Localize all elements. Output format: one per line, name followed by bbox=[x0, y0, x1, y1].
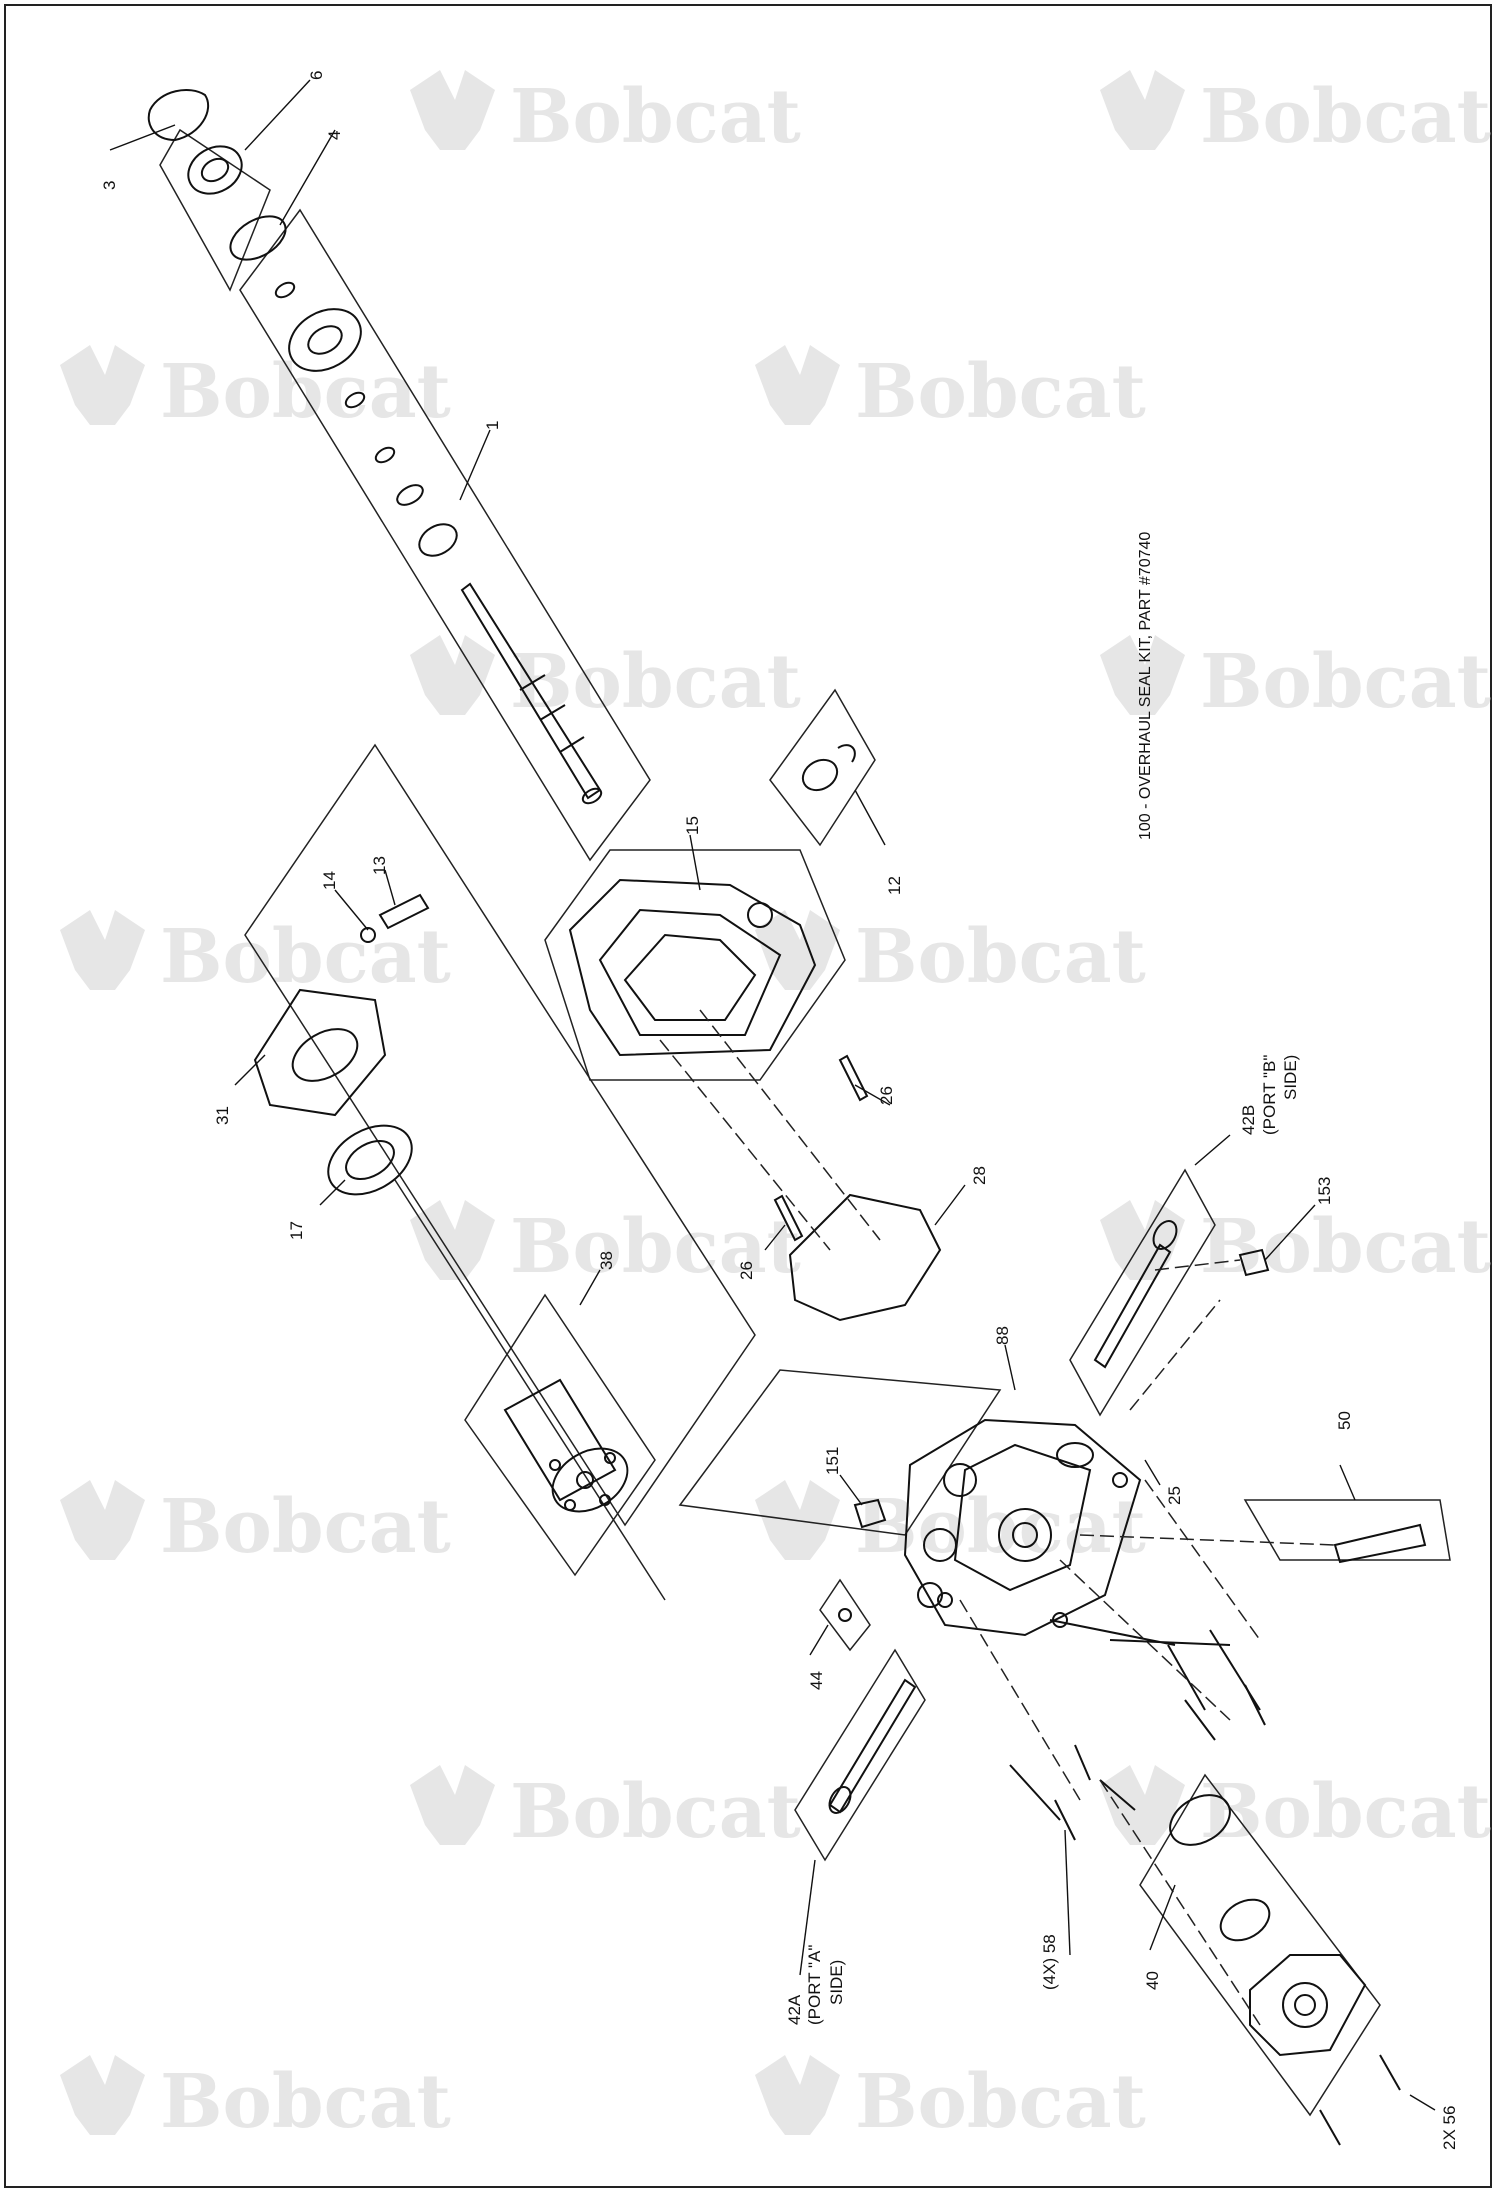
callout-3: 3 bbox=[100, 181, 119, 190]
callout-151: 151 bbox=[823, 1447, 842, 1475]
watermark: Bobcat bbox=[1100, 1765, 1491, 1855]
bearing-17 bbox=[327, 1124, 413, 1196]
svg-text:Bobcat: Bobcat bbox=[1200, 639, 1491, 725]
callout-17: 17 bbox=[287, 1221, 306, 1240]
watermark: Bobcat bbox=[60, 1480, 451, 1570]
callout-25: 25 bbox=[1165, 1486, 1184, 1505]
gasket-28 bbox=[788, 1193, 942, 1322]
housing-assembly bbox=[544, 688, 876, 1081]
watermark: Bobcat bbox=[410, 1765, 801, 1855]
swashplate bbox=[253, 988, 387, 1117]
shaft-assembly bbox=[147, 89, 651, 862]
watermark: Bobcat bbox=[755, 345, 1146, 435]
callout-38: 38 bbox=[597, 1251, 616, 1270]
watermark: Bobcat bbox=[755, 2055, 1146, 2145]
svg-text:Bobcat: Bobcat bbox=[510, 639, 801, 725]
watermark: Bobcat bbox=[410, 70, 801, 160]
svg-text:Bobcat: Bobcat bbox=[160, 1484, 451, 1570]
watermark: Bobcat bbox=[755, 910, 1146, 1000]
callout-4: 4 bbox=[325, 131, 344, 140]
callout-31: 31 bbox=[213, 1106, 232, 1125]
watermark: Bobcat bbox=[1100, 635, 1491, 725]
shaft-seal bbox=[187, 145, 243, 195]
diagram-frame bbox=[4, 4, 1492, 2188]
pump-housing bbox=[568, 878, 817, 1057]
pin-26 bbox=[838, 1054, 869, 1102]
cylinder-block bbox=[503, 1378, 617, 1502]
callout-88: 88 bbox=[993, 1326, 1012, 1345]
callout-42a-port: (PORT "A" bbox=[805, 1945, 824, 2025]
svg-text:Bobcat: Bobcat bbox=[160, 349, 451, 435]
svg-text:Bobcat: Bobcat bbox=[1200, 1769, 1491, 1855]
callout-labels: 3 6 4 1 15 12 14 13 31 17 38 26 26 28 42… bbox=[100, 71, 1459, 2150]
svg-text:Bobcat: Bobcat bbox=[855, 2059, 1146, 2145]
callout-13: 13 bbox=[370, 856, 389, 875]
gasket-group bbox=[659, 1009, 942, 1322]
callout-4x-58: (4X) 58 bbox=[1040, 1934, 1059, 1990]
pin-26 bbox=[773, 1194, 804, 1242]
pin-13 bbox=[378, 893, 430, 930]
callout-42a-side: SIDE) bbox=[827, 1960, 846, 2005]
svg-text:Bobcat: Bobcat bbox=[510, 74, 801, 160]
watermark-layer: Bobcat Bobcat Bobcat Bobcat Bobcat Bobca… bbox=[60, 70, 1491, 2145]
callout-26-upper: 26 bbox=[877, 1086, 896, 1105]
o-ring bbox=[1169, 1794, 1231, 1846]
port-block bbox=[903, 1418, 1142, 1637]
rotating-group bbox=[464, 1293, 656, 1577]
shaft-bearing bbox=[288, 308, 362, 372]
callout-15: 15 bbox=[683, 816, 702, 835]
callout-42b: 42B bbox=[1239, 1105, 1258, 1135]
callout-26-lower: 26 bbox=[737, 1261, 756, 1280]
callout-2x-56: 2X 56 bbox=[1440, 2106, 1459, 2150]
callout-28: 28 bbox=[970, 1166, 989, 1185]
callout-44: 44 bbox=[807, 1671, 826, 1690]
callout-153: 153 bbox=[1315, 1177, 1334, 1205]
cradle-assembly bbox=[244, 743, 756, 1601]
gear-pump-assembly bbox=[1099, 1773, 1401, 2146]
retainer-ring bbox=[229, 215, 287, 261]
watermark: Bobcat bbox=[1100, 70, 1491, 160]
svg-text:Bobcat: Bobcat bbox=[160, 914, 451, 1000]
watermark: Bobcat bbox=[410, 1200, 801, 1290]
pump-body bbox=[1249, 1954, 1367, 2057]
callout-42a: 42A bbox=[785, 1994, 804, 2025]
callout-42b-side: SIDE) bbox=[1281, 1055, 1300, 1100]
watermark: Bobcat bbox=[60, 2055, 451, 2145]
svg-text:Bobcat: Bobcat bbox=[855, 349, 1146, 435]
watermark: Bobcat bbox=[410, 635, 801, 725]
kit-note: 100 - OVERHAUL SEAL KIT, PART #70740 bbox=[1137, 532, 1154, 840]
callout-42b-port: (PORT "B" bbox=[1260, 1055, 1279, 1135]
callout-leaders bbox=[109, 79, 1436, 2111]
callout-14: 14 bbox=[320, 871, 339, 890]
snap-ring bbox=[147, 89, 210, 142]
callout-40: 40 bbox=[1143, 1971, 1162, 1990]
svg-text:Bobcat: Bobcat bbox=[510, 1204, 801, 1290]
svg-text:Bobcat: Bobcat bbox=[855, 914, 1146, 1000]
svg-text:Bobcat: Bobcat bbox=[1200, 1204, 1491, 1290]
watermark: Bobcat bbox=[60, 345, 451, 435]
seal-12 bbox=[801, 758, 839, 792]
callout-6: 6 bbox=[307, 71, 326, 80]
callout-12: 12 bbox=[885, 876, 904, 895]
port-block-assembly bbox=[678, 1168, 1451, 1862]
callout-1: 1 bbox=[483, 421, 502, 430]
svg-text:Bobcat: Bobcat bbox=[510, 1769, 801, 1855]
svg-text:Bobcat: Bobcat bbox=[160, 2059, 451, 2145]
watermark: Bobcat bbox=[60, 910, 451, 1000]
svg-text:Bobcat: Bobcat bbox=[1200, 74, 1491, 160]
callout-50: 50 bbox=[1335, 1411, 1354, 1430]
